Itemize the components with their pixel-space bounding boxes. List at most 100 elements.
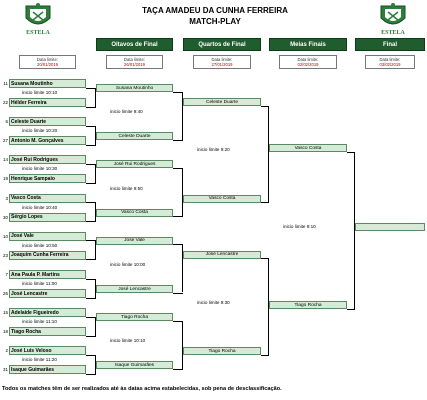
player-seed: 31 — [2, 367, 8, 373]
bracket-line — [86, 297, 96, 299]
bracket-line — [86, 316, 96, 318]
player-name: Ana Paula P. Martins — [9, 270, 86, 279]
match-start-time: inicio limite 10:50 — [22, 242, 58, 248]
match-start-time: inicio limite 9:20 — [197, 147, 230, 153]
round-header: Final — [355, 38, 425, 51]
bracket-line — [95, 202, 96, 222]
bracket-line — [95, 278, 96, 298]
page-title: TAÇA AMADEU DA CUNHA FERREIRA — [142, 6, 288, 15]
round2-winner: Isaque Guimarães — [96, 361, 173, 370]
round-deadline-box: Data limite:26/01/2019 — [106, 55, 163, 69]
bracket-line — [261, 354, 269, 356]
player-seed: 22 — [2, 100, 8, 105]
round-header: Oitavos de Final — [96, 38, 173, 51]
match-start-time: inicio limite 10:30 — [22, 166, 58, 172]
bracket-line — [173, 139, 183, 141]
bracket-line — [268, 105, 269, 202]
match-start-time: inicio limite 10:10 — [22, 90, 58, 95]
bracket-line — [182, 244, 183, 293]
round-deadline-box: Data limite:27/01/2019 — [193, 55, 251, 69]
round3-winner: Vasco Costa — [183, 194, 261, 203]
bracket-line — [86, 221, 96, 223]
deadline-label: Data limite: — [37, 57, 58, 62]
club-logo-right — [375, 2, 411, 34]
bracket-line — [95, 125, 96, 145]
round2-winner: Tiago Rocha — [96, 313, 173, 322]
match-start-time: inicio limite 10:10 — [110, 338, 146, 344]
round2-winner: José Lencastre — [96, 285, 173, 293]
match-start-time: inicio limite 11:20 — [22, 357, 57, 363]
match-start-time: inicio limite 10:00 — [110, 261, 146, 267]
bracket-line — [182, 91, 183, 140]
round3-winner: José Lencastre — [183, 250, 261, 259]
player-seed: 11 — [3, 81, 8, 86]
club-logo-left — [20, 2, 56, 34]
player-name: Sérgio Lopes — [9, 212, 86, 222]
player-name: Antonio M. Gonçalves — [9, 136, 86, 146]
round-header: Quartos de Final — [183, 38, 261, 51]
bracket-line — [347, 151, 355, 153]
player-seed: 30 — [2, 214, 8, 220]
match-start-time: inicio limite 9:50 — [110, 185, 143, 191]
player-name: Susana Moutinho — [9, 79, 86, 88]
bracket-line — [173, 368, 183, 370]
bracket-line — [86, 335, 96, 337]
player-seed: 27 — [2, 138, 8, 144]
match-start-time: inicio limite 9:40 — [110, 109, 143, 115]
player-name: Celeste Duarte — [9, 117, 86, 127]
player-name: Adelaide Figueiredo — [9, 308, 86, 318]
player-name: Henrique Sampaio — [9, 174, 86, 184]
match-start-time: inicio limite 9:10 — [283, 223, 316, 229]
deadline-date: 03/02/2019 — [379, 62, 401, 67]
player-seed: 6 — [5, 119, 8, 125]
bracket-line — [86, 106, 96, 108]
semifinal-winner: Tiago Rocha — [269, 301, 347, 310]
bracket-line — [173, 244, 183, 246]
player-name: Joaquim Cunha Ferreira — [9, 250, 86, 260]
bracket-line — [95, 354, 96, 374]
bracket-line — [95, 163, 96, 183]
round2-winner: José Rui Rodrigues — [96, 160, 173, 169]
bracket-line — [95, 87, 96, 107]
bracket-line — [86, 163, 96, 165]
round2-winner: Susana Moutinho — [96, 84, 173, 92]
player-name: Hélder Ferreira — [9, 98, 86, 107]
bracket-line — [182, 167, 183, 217]
player-seed: 18 — [2, 329, 8, 335]
deadline-label: Data limite: — [211, 57, 233, 62]
bracket-line — [86, 278, 96, 280]
semifinal-winner: Vasco Costa — [269, 144, 347, 153]
match-start-time: inicio limite 10:40 — [22, 204, 58, 210]
round2-winner: José Vale — [96, 236, 173, 245]
bracket-line — [173, 216, 183, 218]
bracket-line — [268, 258, 269, 355]
bracket-line — [86, 125, 96, 127]
player-seed: 7 — [5, 272, 8, 277]
bracket-line — [86, 87, 96, 89]
bracket-line — [182, 320, 183, 369]
deadline-date: 27/01/2019 — [211, 62, 233, 67]
bracket-line — [173, 320, 183, 322]
round2-winner: Vasco Costa — [96, 208, 173, 217]
bracket-line — [173, 91, 183, 93]
player-name: Vasco Costa — [9, 193, 86, 203]
player-seed: 10 — [2, 233, 8, 239]
player-seed: 26 — [2, 291, 8, 296]
round-header: Meias Finais — [269, 38, 347, 51]
bracket-line — [354, 151, 355, 309]
bracket-line — [86, 144, 96, 146]
bracket-line — [86, 354, 96, 356]
bracket-line — [261, 202, 269, 203]
match-start-time: inicio limite 10:20 — [22, 128, 58, 134]
bracket-line — [347, 308, 355, 310]
bracket-line — [173, 292, 183, 294]
player-name: José Rui Rodrigues — [9, 155, 86, 165]
player-name: José Vale — [9, 231, 86, 241]
player-name: Tiago Rocha — [9, 327, 86, 337]
bracket-line — [173, 167, 183, 169]
bracket-line — [86, 259, 96, 261]
footer-note: Todos os matches têm de ser realizados a… — [2, 386, 282, 392]
bracket-line — [95, 316, 96, 336]
bracket-line — [86, 182, 96, 184]
round-deadline-box: Data limite:03/02/2019 — [365, 55, 415, 69]
